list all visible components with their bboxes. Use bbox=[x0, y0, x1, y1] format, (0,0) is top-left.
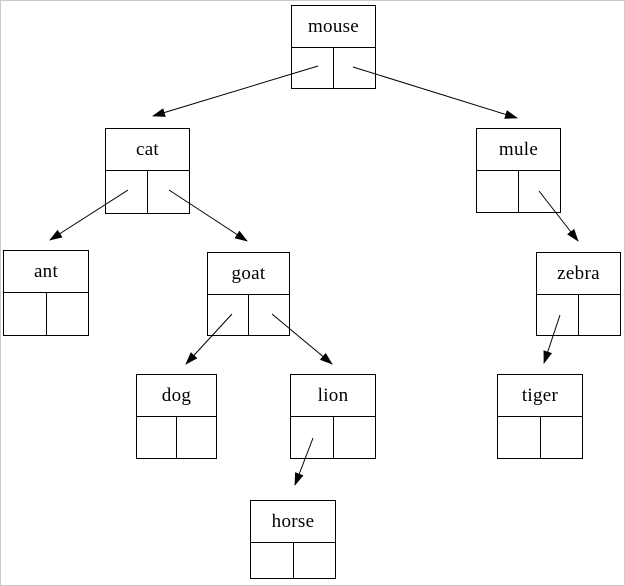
right-pointer-cell bbox=[177, 417, 216, 458]
right-pointer-cell bbox=[579, 295, 620, 335]
node-label: goat bbox=[208, 253, 289, 295]
node-label: ant bbox=[4, 251, 88, 293]
left-pointer-cell bbox=[137, 417, 177, 458]
node-label: tiger bbox=[498, 375, 582, 417]
left-pointer-cell bbox=[251, 543, 294, 578]
pointer-cells bbox=[106, 171, 189, 213]
right-pointer-cell bbox=[148, 171, 189, 213]
tree-node-cat: cat bbox=[105, 128, 190, 214]
right-pointer-cell bbox=[249, 295, 289, 335]
left-pointer-cell bbox=[498, 417, 541, 458]
right-pointer-cell bbox=[541, 417, 583, 458]
node-label: lion bbox=[291, 375, 375, 417]
node-label: horse bbox=[251, 501, 335, 543]
tree-node-zebra: zebra bbox=[536, 252, 621, 336]
right-pointer-cell bbox=[294, 543, 336, 578]
tree-node-mule: mule bbox=[476, 128, 561, 213]
left-pointer-cell bbox=[477, 171, 519, 212]
pointer-cells bbox=[137, 417, 216, 458]
right-pointer-cell bbox=[47, 293, 89, 335]
tree-node-horse: horse bbox=[250, 500, 336, 579]
tree-node-mouse: mouse bbox=[291, 5, 376, 89]
node-label: dog bbox=[137, 375, 216, 417]
left-pointer-cell bbox=[208, 295, 249, 335]
node-label: mouse bbox=[292, 6, 375, 48]
pointer-cells bbox=[208, 295, 289, 335]
left-pointer-cell bbox=[4, 293, 47, 335]
pointer-cells bbox=[251, 543, 335, 578]
pointer-cells bbox=[477, 171, 560, 212]
left-pointer-cell bbox=[291, 417, 334, 458]
tree-node-ant: ant bbox=[3, 250, 89, 336]
node-label: zebra bbox=[537, 253, 620, 295]
pointer-cells bbox=[537, 295, 620, 335]
right-pointer-cell bbox=[334, 48, 375, 88]
right-pointer-cell bbox=[334, 417, 376, 458]
edge-mouse-right-to-mule-arrow bbox=[352, 66, 518, 119]
left-pointer-cell bbox=[292, 48, 334, 88]
pointer-cells bbox=[4, 293, 88, 335]
node-label: cat bbox=[106, 129, 189, 171]
left-pointer-cell bbox=[537, 295, 579, 335]
tree-node-goat: goat bbox=[207, 252, 290, 336]
right-pointer-cell bbox=[519, 171, 560, 212]
node-label: mule bbox=[477, 129, 560, 171]
tree-node-dog: dog bbox=[136, 374, 217, 459]
tree-node-tiger: tiger bbox=[497, 374, 583, 459]
left-pointer-cell bbox=[106, 171, 148, 213]
pointer-cells bbox=[292, 48, 375, 88]
pointer-cells bbox=[498, 417, 582, 458]
tree-node-lion: lion bbox=[290, 374, 376, 459]
pointer-cells bbox=[291, 417, 375, 458]
